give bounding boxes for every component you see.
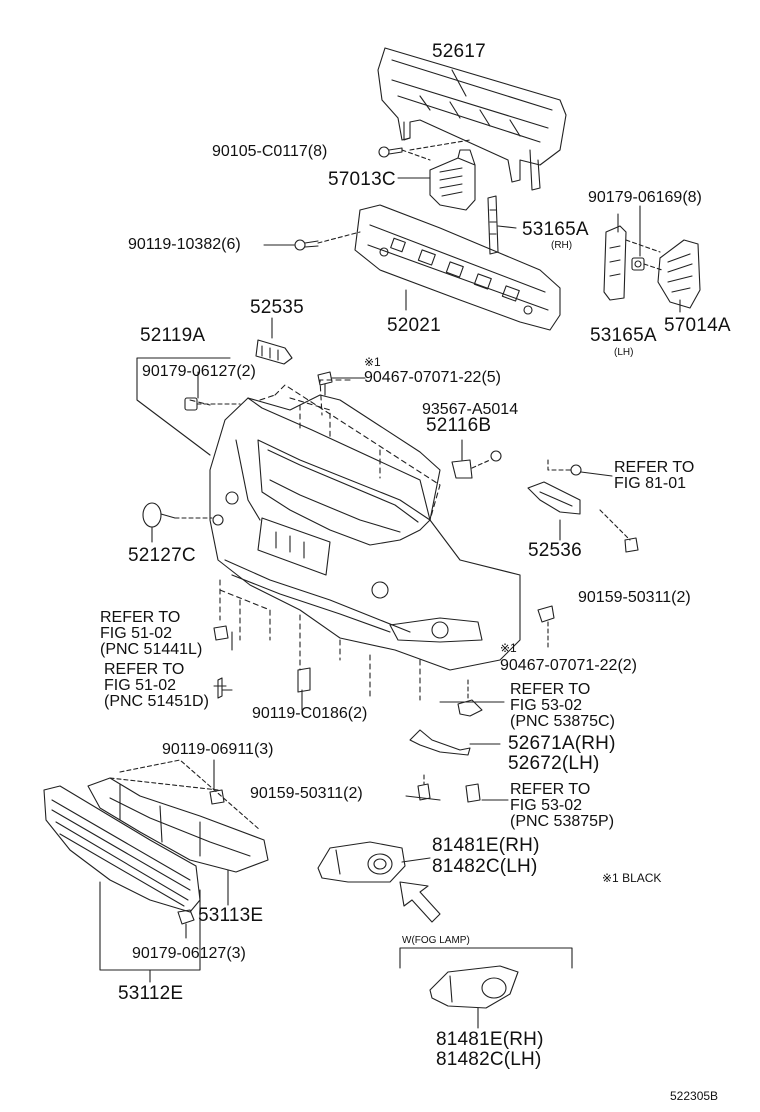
- refer-81-01-line1: REFER TO: [614, 459, 695, 476]
- absorber-52021: [354, 204, 561, 331]
- part-number-90119-10382: 90119-10382(6): [128, 236, 241, 253]
- clip-93567: [490, 450, 502, 462]
- refer-51-02-a-line3: (PNC 51441L): [100, 641, 203, 658]
- part-number-90179-06127-b: 90179-06127(3): [132, 945, 246, 962]
- part-number-90179-06169: 90179-06169(8): [588, 189, 702, 206]
- screw-53875p: [465, 783, 481, 803]
- retainer-53875c: [457, 679, 483, 717]
- screw-90467-top: [317, 371, 333, 396]
- diagram-id: 522305B: [670, 1089, 719, 1103]
- part-number-90179-06127-a: 90179-06127(2): [142, 363, 256, 380]
- part-number-53165a-lh: 53165A: [590, 325, 657, 346]
- clip-52535: [255, 339, 293, 365]
- fog-lamp-variant-label: W(FOG LAMP): [402, 935, 470, 946]
- part-number-52119a: 52119A: [140, 325, 206, 346]
- refer-53-02-a-line1: REFER TO: [510, 681, 591, 698]
- part-number-90159-lower: 90159-50311(2): [250, 785, 363, 802]
- part-number-52672: 52672(LH): [508, 753, 600, 774]
- note-black: ※1 BLACK: [602, 871, 662, 885]
- upper-reinforcement-52617: [377, 47, 567, 191]
- part-number-57014a: 57014A: [664, 315, 731, 336]
- bracket-57014a: [657, 239, 701, 309]
- part-number-81482c-a: 81482C(LH): [432, 856, 538, 877]
- bolt-90105: [378, 146, 403, 158]
- screw-90119-06911: [209, 759, 225, 805]
- screw-51451d: [213, 677, 227, 699]
- refer-51-02-b-line1: REFER TO: [104, 661, 185, 678]
- part-number-90119-c0186: 90119-C0186(2): [252, 705, 368, 722]
- part-number-90119-06911: 90119-06911(3): [162, 741, 274, 758]
- mark-black-1: ※1: [364, 355, 381, 369]
- part-number-52116b: 52116B: [426, 415, 492, 436]
- refer-51-02-b-line3: (PNC 51451D): [104, 693, 209, 710]
- nut-90179-06169: [631, 257, 645, 271]
- fog-bezel-lower: [429, 965, 519, 1009]
- part-number-52127c: 52127C: [128, 545, 196, 566]
- bolt-90119-10382: [294, 239, 319, 251]
- part-number-81482c-b: 81482C(LH): [436, 1049, 542, 1070]
- screw-51441l: [213, 625, 229, 641]
- lower-grille-53113e: [87, 777, 269, 873]
- cap-52127c: [142, 502, 176, 528]
- part-number-57013c: 57013C: [328, 169, 396, 190]
- refer-53-02-b-line3: (PNC 53875P): [510, 813, 615, 830]
- part-number-52536: 52536: [528, 540, 582, 561]
- mark-black-2: ※1: [500, 641, 517, 655]
- leader-lines: [197, 69, 681, 863]
- bolt-90119-c0186: [297, 667, 311, 693]
- refer-51-02-a-line2: FIG 51-02: [100, 625, 173, 642]
- grille-53112e: [43, 785, 201, 913]
- refer-51-02-b-line2: FIG 51-02: [104, 677, 177, 694]
- part-number-90467-b: 90467-07071-22(2): [500, 657, 637, 674]
- refer-53-02-b-line2: FIG 53-02: [510, 797, 583, 814]
- bracket-52671a: [409, 729, 471, 756]
- leader-52119a: [136, 357, 231, 456]
- bracket-57013c: [429, 149, 476, 211]
- part-number-90467-a: 90467-07071-22(5): [364, 369, 501, 386]
- bolt-90159-50311-upper: [624, 537, 639, 553]
- refer-51-02-a-line1: REFER TO: [100, 609, 181, 626]
- bracket-53165a-lh: [603, 225, 627, 301]
- nut-90179-06127-lower: [177, 909, 195, 925]
- refer-53-02-b-line1: REFER TO: [510, 781, 591, 798]
- bracket-53165a-rh: [487, 195, 499, 255]
- part-number-53165a-rh: 53165A: [522, 219, 589, 240]
- refer-53-02-a-line3: (PNC 53875C): [510, 713, 615, 730]
- bracket-52536: [527, 481, 581, 515]
- lh-label: (LH): [614, 347, 634, 358]
- part-number-53112e: 53112E: [118, 983, 184, 1004]
- part-number-81481e-b: 81481E(RH): [436, 1029, 544, 1050]
- fastener-81-01: [565, 464, 613, 477]
- part-number-52617: 52617: [432, 41, 486, 62]
- part-number-52021: 52021: [387, 315, 441, 336]
- part-number-81481e-a: 81481E(RH): [432, 835, 540, 856]
- refer-53-02-a-line2: FIG 53-02: [510, 697, 583, 714]
- bolt-90159-50311-lower: [417, 774, 431, 801]
- guide-lines: [189, 379, 441, 701]
- fog-bezel-upper: [317, 841, 406, 883]
- fog-lamp-bracket: [399, 947, 573, 969]
- part-number-90105: 90105-C0117(8): [212, 143, 328, 160]
- part-number-93567: 93567-A5014: [422, 401, 519, 418]
- part-number-53113e: 53113E: [198, 905, 264, 926]
- direction-arrow: [399, 881, 441, 923]
- part-number-52535: 52535: [250, 297, 304, 318]
- rh-label: (RH): [551, 240, 573, 251]
- screw-90467-bottom: [537, 605, 555, 623]
- part-number-52671a: 52671A(RH): [508, 733, 616, 754]
- refer-81-01-line2: FIG 81-01: [614, 475, 687, 492]
- bracket-52116b: [451, 439, 473, 479]
- part-number-90159-upper: 90159-50311(2): [578, 589, 691, 606]
